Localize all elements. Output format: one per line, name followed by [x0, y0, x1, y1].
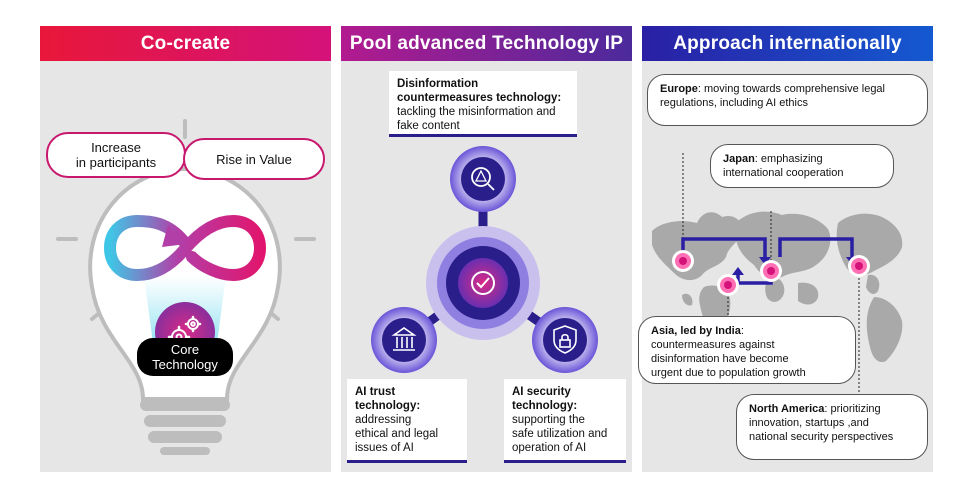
japan-text-1: : emphasizing: [754, 153, 823, 165]
ai-security-card: AI security technology: supporting the s…: [504, 379, 626, 463]
north-america-bubble: North America: prioritizing innovation, …: [736, 394, 928, 460]
japan-region: Japan: [723, 153, 755, 165]
increase-participants-pill: Increase in participants: [46, 132, 186, 178]
japan-text-2: international cooperation: [723, 167, 844, 179]
warning-magnifier-icon: [471, 167, 495, 191]
na-text-3: national security perspectives: [749, 431, 894, 443]
pill-right-label: Rise in Value: [216, 151, 292, 167]
bank-icon: [391, 327, 417, 351]
core-line2: Technology: [152, 357, 218, 372]
ai-trust-card: AI trust technology: addressing ethical …: [347, 379, 467, 463]
trust-bold-2: technology:: [355, 400, 421, 412]
security-bold-1: AI security: [512, 386, 571, 398]
asia-text-1: countermeasures against: [651, 339, 775, 351]
asia-text-2: disinformation have become: [651, 353, 789, 365]
pool-panel: Pool advanced Technology IP: [341, 26, 632, 472]
shield-lock-icon: [553, 325, 577, 354]
pool-header: Pool advanced Technology IP: [341, 26, 632, 61]
trust-text-1: addressing: [355, 414, 412, 426]
asia-text-3: urgent due to population growth: [651, 367, 806, 379]
na-region: North America: [749, 403, 825, 415]
pill-left-line2: in participants: [75, 155, 157, 170]
tech-network-diagram: [371, 146, 598, 373]
europe-text-2: regulations, including AI ethics: [660, 97, 808, 109]
europe-region: Europe: [660, 83, 698, 95]
asia-region: Asia, led by India: [651, 325, 741, 337]
japan-bubble: Japan: emphasizing international coopera…: [710, 144, 894, 188]
pill-left-line1: Increase: [91, 140, 141, 155]
na-text-2: innovation, startups ,and: [749, 417, 869, 429]
disinformation-card: Disinformation countermeasures technolog…: [389, 71, 577, 137]
infinity-arrow-icon: [103, 214, 267, 282]
disinfo-bold-1: Disinformation: [397, 78, 479, 90]
europe-bubble: Europe: moving towards comprehensive leg…: [647, 74, 928, 126]
trust-text-2: ethical and legal: [355, 428, 439, 440]
approach-panel: Approach internationally: [638, 26, 933, 472]
cocreate-panel: Co-create: [40, 26, 331, 472]
asia-text-0: :: [740, 325, 744, 337]
security-bold-2: technology:: [512, 400, 578, 412]
disinfo-text-1: tackling the misinformation and: [397, 106, 556, 118]
rise-in-value-pill: Rise in Value: [183, 138, 325, 180]
disinfo-text-2: fake content: [397, 120, 460, 132]
cocreate-header: Co-create: [40, 26, 331, 61]
core-technology-label: Core Technology: [137, 338, 233, 376]
europe-text-1: : moving towards comprehensive legal: [697, 83, 885, 95]
disinfo-bold-2: countermeasures technology:: [397, 92, 562, 104]
location-marker-icon: [672, 250, 870, 296]
approach-header: Approach internationally: [642, 26, 933, 61]
check-gear-icon: [471, 271, 495, 295]
trust-bold-1: AI trust: [355, 386, 396, 398]
world-map-icon: [652, 153, 903, 424]
na-text-1: : prioritizing: [824, 403, 881, 415]
asia-bubble: Asia, led by India: countermeasures agai…: [638, 316, 856, 384]
security-text-2: safe utilization and: [512, 428, 608, 440]
security-text-3: operation of AI: [512, 442, 587, 454]
security-text-1: supporting the: [512, 414, 585, 426]
lightbulb-icon: [56, 119, 316, 455]
core-line1: Core: [170, 342, 200, 357]
trust-text-3: issues of AI: [355, 442, 414, 454]
